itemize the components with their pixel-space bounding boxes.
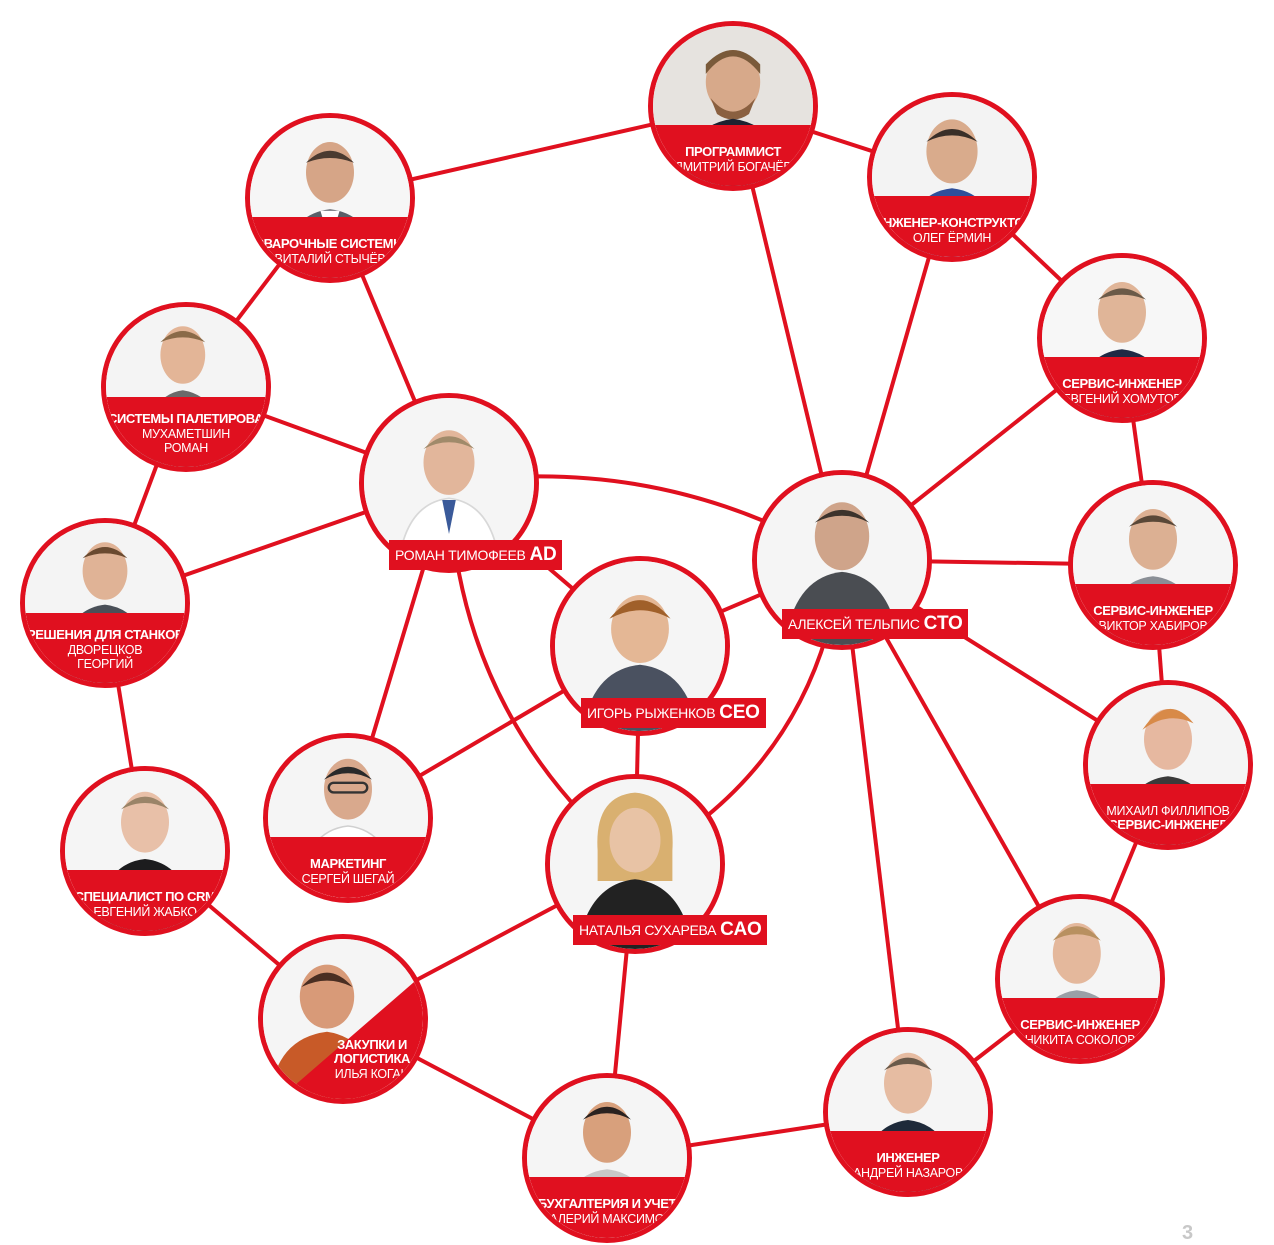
role-label: ИНЖЕНЕР-КОНСТРУКТОР [874,215,1033,231]
role-label: СЕРВИС-ИНЖЕНЕР [1093,603,1213,619]
title-badge: CEO [719,702,760,723]
person-name: НАТАЛЬЯ СУХАРЕВА [579,922,717,938]
page-number: 3 [1182,1222,1194,1244]
caption-band [828,1131,988,1192]
person-name: ЕВГЕНИЙ ЖАБКО [93,905,197,919]
person-name: ВИКТОР ХАБИРОВ [1098,619,1208,633]
role-label: РЕШЕНИЯ ДЛЯ СТАНКОВ [27,627,184,643]
role-label: СЕРВИС-ИНЖЕНЕР [1062,376,1182,392]
caption: РЕШЕНИЯ ДЛЯ СТАНКОВ ДВОРЕЦКОВ ГЕОРГИЙ [27,627,184,671]
caption-band [1042,357,1202,418]
person-name-line2: ГЕОРГИЙ [77,657,133,671]
node-nazarov: ИНЖЕНЕР АНДРЕЙ НАЗАРОВ [823,1027,993,1197]
person-name: ИЛЬЯ КОГАН [334,1067,410,1081]
node-mukhametshin: СИСТЕМЫ ПАЛЕТИРОВАНИЯ МУХАМЕТШИН РОМАН [101,302,271,472]
node-bogachev: ПРОГРАММИСТ ДМИТРИЙ БОГАЧЁВ [648,21,818,191]
caption: СВАРОЧНЫЕ СИСТЕМЫ ВИТАЛИЙ СТЫЧЁВ [252,237,408,266]
person-portrait-icon [263,939,423,1099]
role-label: СИСТЕМЫ ПАЛЕТИРОВАНИЯ [108,411,271,427]
person-name: АЛЕКСЕЙ ТЕЛЬПИС [788,616,920,632]
node-shegai: МАРКЕТИНГ СЕРГЕЙ ШЕГАЙ [263,733,433,903]
role-label: ПРОГРАММИСТ [685,144,781,160]
node-filippov: МИХАИЛ ФИЛЛИПОВ СЕРВИС-ИНЖЕНЕР [1083,680,1253,850]
person-name: ДМИТРИЙ БОГАЧЁВ [674,160,792,174]
connection-telpis-nazarov [840,559,910,1113]
caption: СЕРВИС-ИНЖЕНЕР ЕВГЕНИЙ ХОМУТОВ [1044,377,1200,406]
person-name: СЕРГЕЙ ШЕГАЙ [301,872,395,886]
node-khomutov: СЕРВИС-ИНЖЕНЕР ЕВГЕНИЙ ХОМУТОВ [1037,253,1207,423]
caption-band [25,612,185,683]
caption: ЗАКУПКИ И ЛОГИСТИКА ИЛЬЯ КОГАН [325,1036,419,1081]
node-ermin: ИНЖЕНЕР-КОНСТРУКТОР ОЛЕГ ЁРМИН [867,92,1037,262]
caption-band [250,217,410,278]
person-name: ВИТАЛИЙ СТЫЧЁВ [274,252,386,266]
caption-band [106,396,266,467]
role-label: СЕРВИС-ИНЖЕНЕР [1020,1017,1140,1033]
caption: МАРКЕТИНГ СЕРГЕЙ ШЕГАЙ [270,857,426,886]
person-name: МИХАИЛ ФИЛЛИПОВ [1106,804,1230,819]
caption-band [1000,998,1160,1059]
role-label-line2: ЛОГИСТИКА [333,1051,411,1067]
person-name-line2: РОМАН [163,441,209,455]
caption-band [1088,784,1248,845]
caption-band [527,1177,687,1238]
node-stychev: СВАРОЧНЫЕ СИСТЕМЫ ВИТАЛИЙ СТЫЧЁВ [245,113,415,283]
caption: МИХАИЛ ФИЛЛИПОВ СЕРВИС-ИНЖЕНЕР [1090,804,1246,833]
node-maksimov: БУХГАЛТЕРИЯ И УЧЕТ ВАЛЕРИЙ МАКСИМОВ [522,1073,692,1243]
node-dvoretskov: РЕШЕНИЯ ДЛЯ СТАНКОВ ДВОРЕЦКОВ ГЕОРГИЙ [20,518,190,688]
caption-band [653,125,813,186]
caption: СЕРВИС-ИНЖЕНЕР ВИКТОР ХАБИРОВ [1075,604,1231,633]
node-kogan: ЗАКУПКИ И ЛОГИСТИКА ИЛЬЯ КОГАН [258,934,428,1104]
caption: СПЕЦИАЛИСТ ПО CRM ЕВГЕНИЙ ЖАБКО [67,890,223,919]
person-name: ИГОРЬ РЫЖЕНКОВ [587,705,716,721]
role-label-line1: ЗАКУПКИ И [337,1036,407,1052]
title-badge: AD [529,544,557,565]
node-zhabko: СПЕЦИАЛИСТ ПО CRM ЕВГЕНИЙ ЖАБКО [60,766,230,936]
person-name-line1: ДВОРЕЦКОВ [67,643,143,657]
caption-band [1073,584,1233,645]
node-khabirov: СЕРВИС-ИНЖЕНЕР ВИКТОР ХАБИРОВ [1068,480,1238,650]
person-name: НИКИТА СОКОЛОВ [1024,1033,1136,1047]
person-portrait-icon [364,398,534,568]
caption: БУХГАЛТЕРИЯ И УЧЕТ ВАЛЕРИЙ МАКСИМОВ [529,1197,685,1226]
caption-band [268,837,428,898]
role-label: СПЕЦИАЛИСТ ПО CRM [74,889,216,905]
person-name: ВАЛЕРИЙ МАКСИМОВ [541,1212,673,1226]
person-name: РОМАН ТИМОФЕЕВ [395,547,526,563]
person-name: АНДРЕЙ НАЗАРОВ [853,1166,963,1180]
title-badge: CAO [720,919,762,940]
role-label: СЕРВИС-ИНЖЕНЕР [1108,817,1228,833]
caption: СИСТЕМЫ ПАЛЕТИРОВАНИЯ МУХАМЕТШИН РОМАН [108,411,271,455]
title-badge: CTO [923,613,963,634]
caption: ПРОГРАММИСТ ДМИТРИЙ БОГАЧЁВ [655,145,811,174]
node-sokolov: СЕРВИС-ИНЖЕНЕР НИКИТА СОКОЛОВ [995,894,1165,1064]
caption: СЕРВИС-ИНЖЕНЕР НИКИТА СОКОЛОВ [1002,1018,1158,1047]
role-label: МАРКЕТИНГ [310,856,386,872]
caption-band [872,196,1032,257]
role-label: БУХГАЛТЕРИЯ И УЧЕТ [537,1196,677,1212]
role-label: ИНЖЕНЕР [876,1150,940,1166]
role-label: СВАРОЧНЫЕ СИСТЕМЫ [254,236,406,252]
caption: ИНЖЕНЕР-КОНСТРУКТОР ОЛЕГ ЁРМИН [874,215,1033,245]
person-name-line1: МУХАМЕТШИН [142,427,230,441]
caption: ИНЖЕНЕР АНДРЕЙ НАЗАРОВ [830,1151,986,1180]
caption-band [65,870,225,931]
person-name: ОЛЕГ ЁРМИН [912,231,992,245]
person-name: ЕВГЕНИЙ ХОМУТОВ [1062,392,1182,406]
